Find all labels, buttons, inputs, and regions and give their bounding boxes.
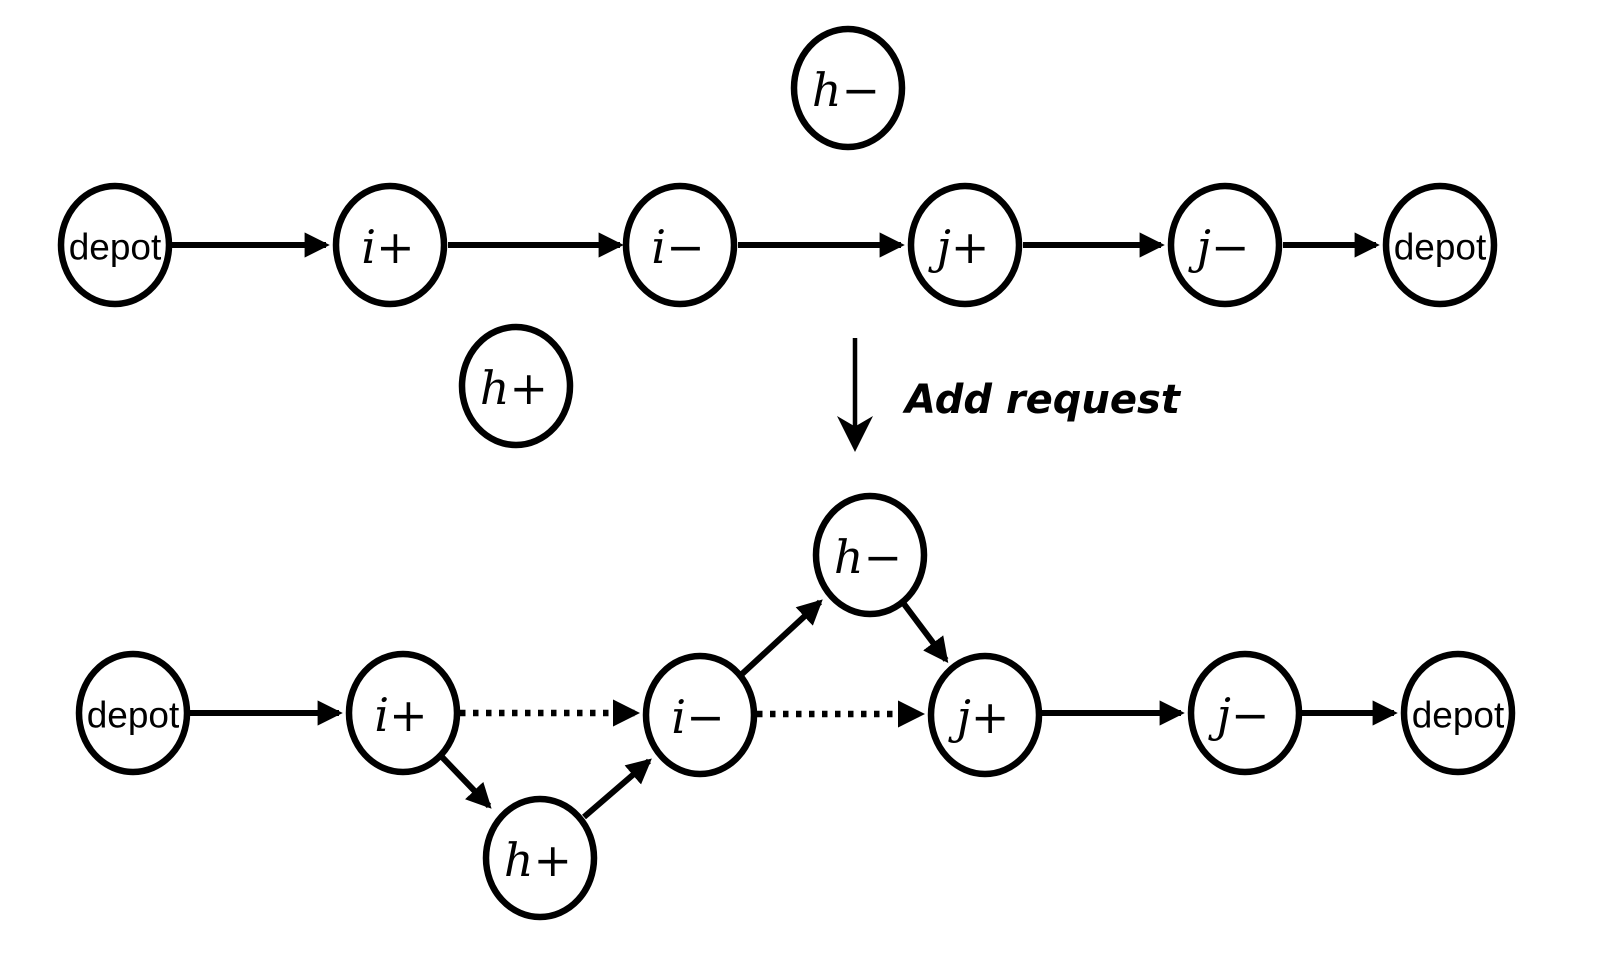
node-circle (1400, 650, 1516, 776)
node-circle (75, 650, 191, 776)
edge-bottom-hminus-to-jplus (901, 602, 949, 664)
node-label: depot (87, 695, 180, 736)
bottom-route-edges (190, 599, 1398, 820)
node-label: j− (1208, 688, 1270, 742)
node-label: depot (69, 227, 162, 268)
edge-bottom-hplus-to-iminus (582, 758, 652, 820)
node-label: h− (834, 530, 902, 584)
node-circle (642, 652, 758, 778)
node-label: j− (1188, 220, 1250, 274)
node-label: depot (1412, 695, 1505, 736)
node-top-j-minus: j− (1167, 182, 1283, 308)
node-bottom-depot-end: depot (1400, 650, 1516, 776)
node-circle (458, 323, 574, 449)
node-circle (1167, 182, 1283, 308)
node-top-j-plus: j+ (907, 182, 1023, 308)
node-label: h+ (504, 833, 572, 887)
node-top-h-plus-floating: h+ (458, 323, 574, 449)
node-label: i+ (374, 688, 427, 742)
node-bottom-depot-start: depot (75, 650, 191, 776)
node-bottom-j-plus: j+ (927, 652, 1043, 778)
node-label: i− (651, 220, 704, 274)
add-request-label: Add request (902, 377, 1182, 423)
node-circle (622, 182, 738, 308)
node-circle (57, 182, 173, 308)
node-label: i− (671, 690, 724, 744)
node-circle (907, 182, 1023, 308)
node-circle (1187, 650, 1303, 776)
node-circle (812, 492, 928, 618)
node-label: j+ (948, 690, 1010, 744)
transition-group: Add request (837, 338, 1182, 452)
node-label: h+ (480, 361, 548, 415)
node-top-i-minus: i− (622, 182, 738, 308)
node-top-depot-end: depot (1382, 182, 1498, 308)
node-circle (1382, 182, 1498, 308)
node-top-i-plus: i+ (332, 182, 448, 308)
node-bottom-i-minus: i− (642, 652, 758, 778)
node-circle (790, 25, 906, 151)
node-circle (482, 795, 598, 921)
node-bottom-h-minus: h− (812, 492, 928, 618)
node-top-depot-start: depot (57, 182, 173, 308)
node-bottom-i-plus: i+ (345, 650, 461, 776)
node-circle (332, 182, 448, 308)
node-label: i+ (361, 220, 414, 274)
node-label: depot (1394, 227, 1487, 268)
node-label: h− (812, 63, 880, 117)
node-bottom-h-plus: h+ (482, 795, 598, 921)
node-circle (927, 652, 1043, 778)
edge-bottom-iplus-to-hplus (439, 754, 492, 809)
node-circle (345, 650, 461, 776)
edge-bottom-iminus-to-hminus (739, 599, 823, 677)
node-label: j+ (928, 220, 990, 274)
node-bottom-j-minus: j− (1187, 650, 1303, 776)
node-top-h-minus-floating: h− (790, 25, 906, 151)
